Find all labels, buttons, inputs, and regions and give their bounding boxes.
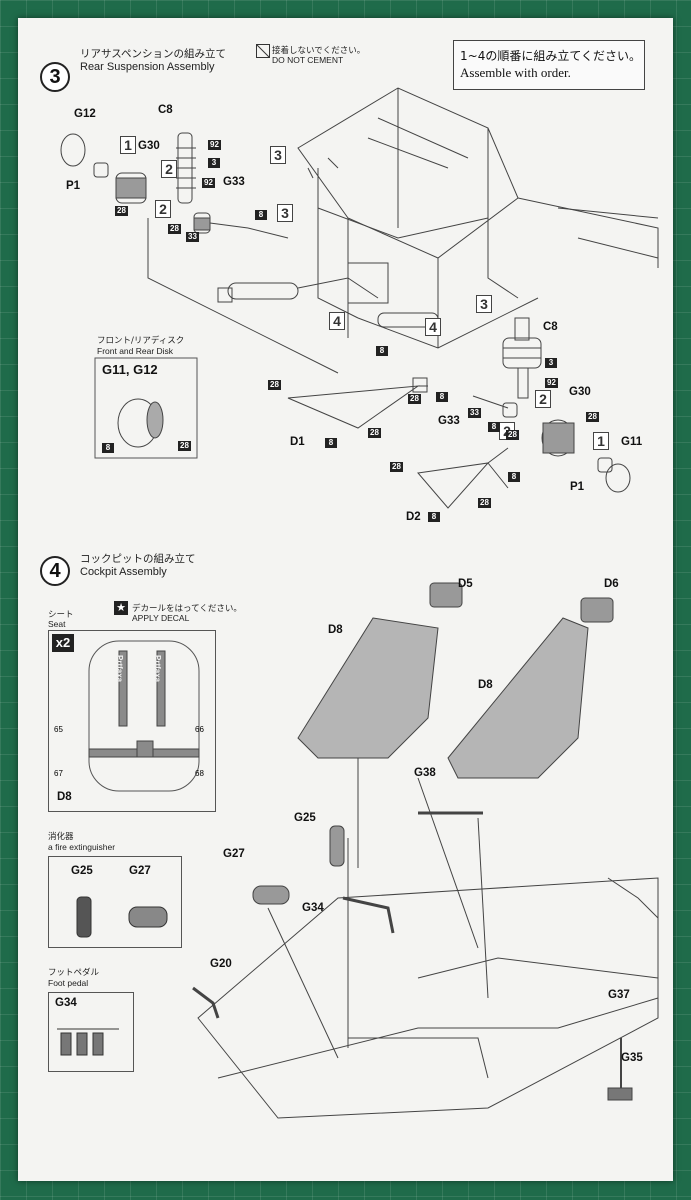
order-mark: 3 bbox=[270, 146, 286, 164]
part-label-g33-top: G33 bbox=[223, 176, 245, 188]
order-mark: 2 bbox=[535, 390, 551, 408]
color-code: 28 bbox=[115, 206, 128, 216]
color-code: 3 bbox=[545, 358, 557, 368]
instruction-sheet: 3 リアサスペンションの組み立て Rear Suspension Assembl… bbox=[18, 18, 673, 1181]
color-code: 28 bbox=[390, 462, 403, 472]
color-code: 33 bbox=[186, 232, 199, 242]
ext-note-en: a fire extinguisher bbox=[48, 842, 116, 852]
color-code: 8 bbox=[436, 392, 448, 402]
color-code: 28 bbox=[478, 498, 491, 508]
order-mark: 1 bbox=[120, 136, 136, 154]
color-code: 8 bbox=[102, 443, 114, 453]
order-note-box: 1~4の順番に組み立てください。 Assemble with order. bbox=[453, 40, 645, 90]
seat-note-jp: シート bbox=[48, 610, 74, 620]
part-label-g38: G38 bbox=[414, 767, 436, 779]
cement-note-jp: 接着しないでください。 bbox=[272, 46, 366, 56]
belt-brand-left: Prtfaxa bbox=[115, 655, 124, 683]
step-title-jp: コックピットの組み立て bbox=[80, 553, 196, 565]
step-title-en: Cockpit Assembly bbox=[80, 566, 167, 578]
no-cement-icon bbox=[256, 44, 270, 58]
decal-note-en: APPLY DECAL bbox=[132, 613, 190, 623]
disk-note-jp: フロント/リアディスク bbox=[97, 336, 185, 346]
part-label-g35: G35 bbox=[621, 1052, 643, 1064]
disk-parts-label: G11, G12 bbox=[102, 362, 158, 377]
step-title-en: Rear Suspension Assembly bbox=[80, 61, 215, 73]
ext-label-g27: G27 bbox=[129, 865, 151, 877]
order-mark: 2 bbox=[161, 160, 177, 178]
part-label-g11: G11 bbox=[621, 436, 643, 448]
step-title-jp: リアサスペンションの組み立て bbox=[80, 48, 227, 60]
part-label-g33-bottom: G33 bbox=[438, 415, 460, 427]
color-code: 28 bbox=[408, 394, 421, 404]
ext-label-g25: G25 bbox=[71, 865, 93, 877]
order-mark: 3 bbox=[476, 295, 492, 313]
order-mark: 3 bbox=[277, 204, 293, 222]
order-mark: 4 bbox=[425, 318, 441, 336]
pedal-inset-box: G34 bbox=[48, 992, 134, 1072]
part-label-g27: G27 bbox=[223, 848, 245, 860]
part-label-g30-bottom: G30 bbox=[569, 386, 591, 398]
star-icon: ★ bbox=[114, 601, 128, 615]
step-number: 3 bbox=[40, 62, 70, 92]
decal-number: 68 bbox=[195, 769, 204, 778]
color-code: 8 bbox=[488, 422, 500, 432]
part-label-g25: G25 bbox=[294, 812, 316, 824]
part-label-c8-bottom: C8 bbox=[543, 321, 558, 333]
part-label-g12: G12 bbox=[74, 108, 96, 120]
rear-suspension-diagram bbox=[60, 87, 659, 509]
color-code: 92 bbox=[545, 378, 558, 388]
color-code: 8 bbox=[325, 438, 337, 448]
ext-note-jp: 消化器 bbox=[48, 832, 74, 842]
part-label-d1: D1 bbox=[290, 436, 305, 448]
part-label-p1-top: P1 bbox=[66, 180, 81, 192]
order-mark: 1 bbox=[593, 432, 609, 450]
decal-number: 66 bbox=[195, 725, 204, 734]
multiplier-badge: x2 bbox=[52, 634, 74, 652]
color-code: 28 bbox=[368, 428, 381, 438]
decal-number: 65 bbox=[54, 725, 63, 734]
color-code: 8 bbox=[376, 346, 388, 356]
part-label-d6: D6 bbox=[604, 578, 619, 590]
order-note-en: Assemble with order. bbox=[460, 65, 571, 80]
color-code: 28 bbox=[268, 380, 281, 390]
pedal-note-en: Foot pedal bbox=[48, 978, 89, 988]
order-note-jp: 1~4の順番に組み立てください。 bbox=[460, 49, 641, 63]
color-code: 28 bbox=[178, 441, 191, 451]
seat-inset-box: x2 Prtfaxa Prtfaxa 65 66 67 68 D8 bbox=[48, 630, 216, 812]
cement-note-en: DO NOT CEMENT bbox=[272, 55, 344, 65]
color-code: 8 bbox=[255, 210, 267, 220]
part-label-g30-top: G30 bbox=[138, 140, 160, 152]
color-code: 8 bbox=[508, 472, 520, 482]
decal-number: 67 bbox=[54, 769, 63, 778]
seat-part-label: D8 bbox=[57, 791, 72, 803]
color-code: 8 bbox=[428, 512, 440, 522]
disk-note-en: Front and Rear Disk bbox=[97, 346, 174, 356]
order-mark: 2 bbox=[155, 200, 171, 218]
order-mark: 4 bbox=[329, 312, 345, 330]
part-label-c8-top: C8 bbox=[158, 104, 173, 116]
color-code: 3 bbox=[208, 158, 220, 168]
part-label-g37: G37 bbox=[608, 989, 630, 1001]
color-code: 92 bbox=[208, 140, 221, 150]
part-label-d5: D5 bbox=[458, 578, 473, 590]
part-label-d2: D2 bbox=[406, 511, 421, 523]
extinguisher-inset-box: G25 G27 bbox=[48, 856, 182, 948]
decal-note-jp: デカールをはってください。 bbox=[132, 604, 242, 614]
color-code: 28 bbox=[168, 224, 181, 234]
color-code: 28 bbox=[506, 430, 519, 440]
part-label-g20: G20 bbox=[210, 958, 232, 970]
seat-note-en: Seat bbox=[48, 619, 66, 629]
pedal-note-jp: フットペダル bbox=[48, 968, 100, 978]
part-label-d8-left: D8 bbox=[328, 624, 343, 636]
color-code: 28 bbox=[586, 412, 599, 422]
color-code: 92 bbox=[202, 178, 215, 188]
color-code: 33 bbox=[468, 408, 481, 418]
part-label-p1-bottom: P1 bbox=[570, 481, 585, 493]
part-label-d8-right: D8 bbox=[478, 679, 493, 691]
step-number: 4 bbox=[40, 556, 70, 586]
pedal-label-g34: G34 bbox=[55, 997, 77, 1009]
belt-brand-right: Prtfaxa bbox=[153, 655, 162, 683]
part-label-g34: G34 bbox=[302, 902, 324, 914]
cockpit-diagram bbox=[192, 582, 659, 1119]
